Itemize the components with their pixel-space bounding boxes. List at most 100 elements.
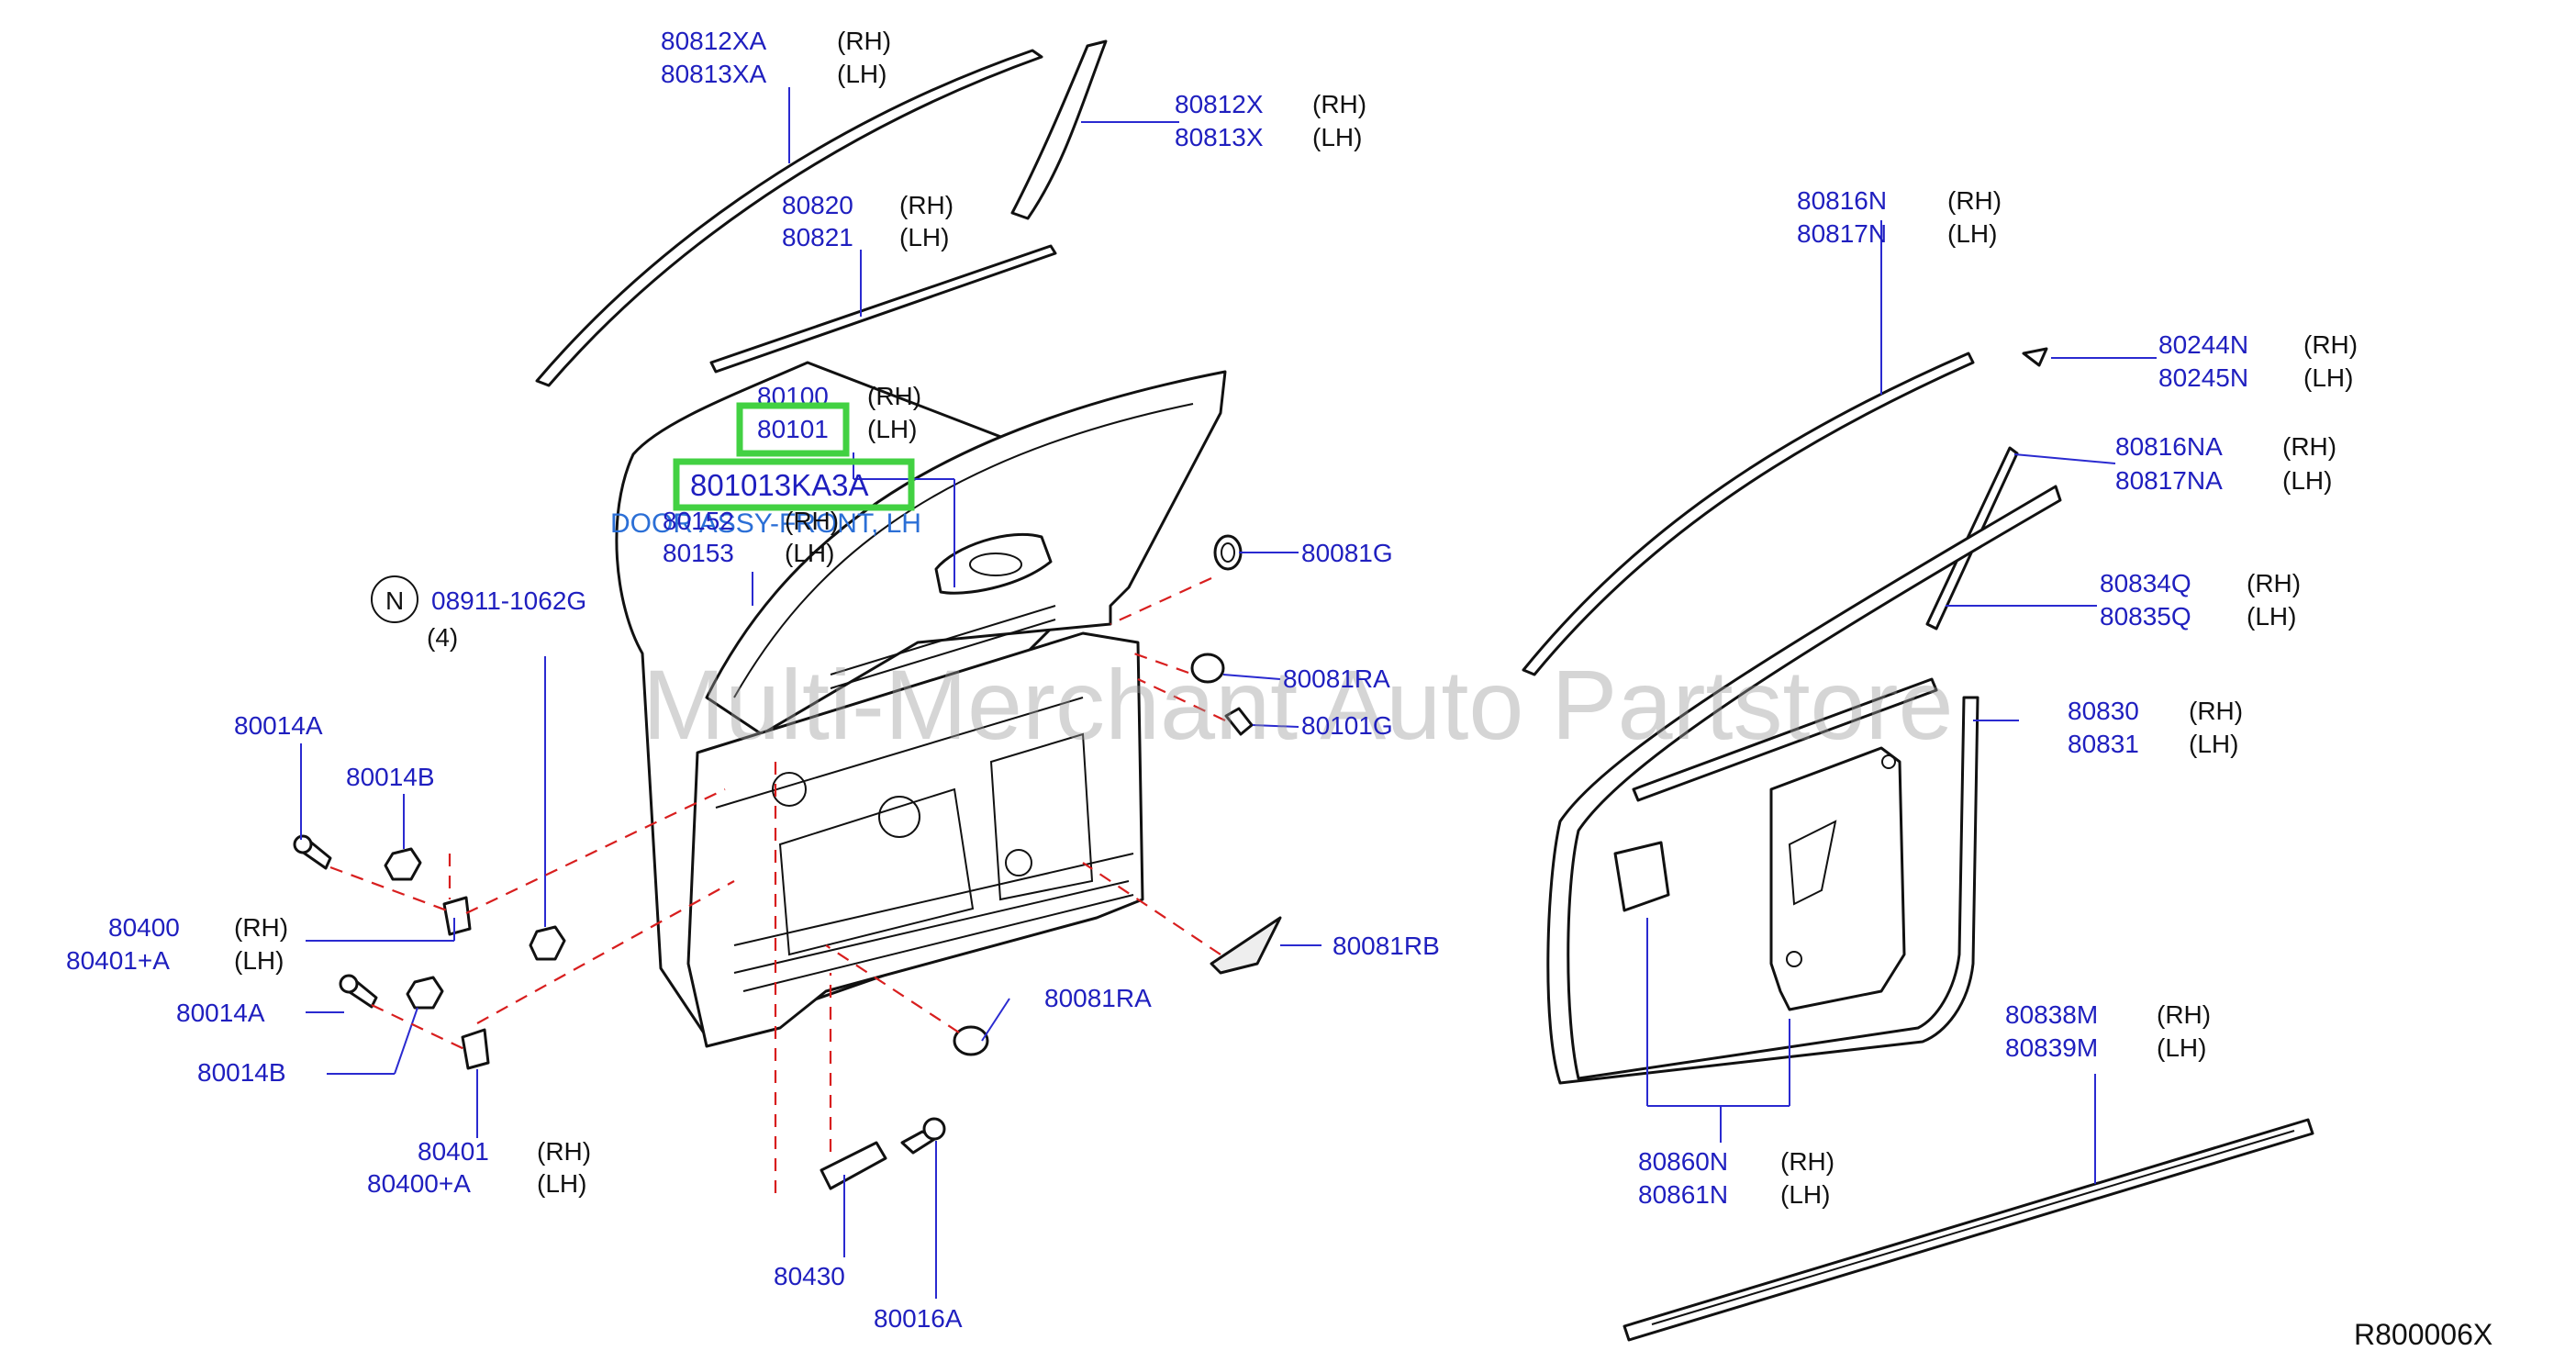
side-lh: (LH) [537, 1169, 586, 1198]
label-80835Q[interactable]: 80835Q [2100, 602, 2191, 631]
label-80081G[interactable]: 80081G [1301, 539, 1393, 567]
label-08911-1062G[interactable]: 08911-1062G [431, 586, 586, 615]
side-rh: (RH) [2282, 432, 2336, 461]
leaders-left [300, 87, 1321, 1299]
label-801013KA3A[interactable]: 801013KA3A [690, 468, 869, 502]
label-80153[interactable]: 80153 [663, 539, 734, 567]
n-symbol-circle [371, 575, 418, 623]
label-80820[interactable]: 80820 [782, 191, 853, 219]
label-80101G[interactable]: 80101G [1301, 711, 1393, 740]
side-lh: (LH) [1312, 123, 1362, 151]
side-lh: (LH) [2303, 363, 2353, 392]
label-80834Q[interactable]: 80834Q [2100, 569, 2191, 597]
label-80813XA[interactable]: 80813XA [661, 60, 767, 88]
label-80813X[interactable]: 80813X [1175, 123, 1264, 151]
label-80014B-upper[interactable]: 80014B [346, 763, 435, 791]
label-80081RA-upper[interactable]: 80081RA [1283, 664, 1390, 693]
highlight-box-801013KA3A [673, 458, 915, 511]
label-80400-plus-A[interactable]: 80400+A [367, 1169, 471, 1198]
patch-80860N [1613, 841, 1670, 912]
label-80400[interactable]: 80400 [108, 913, 180, 942]
side-lh: (LH) [899, 223, 949, 251]
side-rh: (RH) [1947, 186, 2002, 215]
check-link-80430 [820, 1141, 887, 1190]
side-rh: (RH) [2189, 697, 2243, 725]
label-80430[interactable]: 80430 [774, 1262, 845, 1290]
side-rh: (RH) [2247, 569, 2301, 597]
label-80812XA[interactable]: 80812XA [661, 27, 767, 55]
side-lh: (LH) [867, 415, 917, 443]
leaders-right [1646, 220, 2157, 1184]
side-lh: (LH) [234, 946, 284, 975]
diagram-reference-code: R800006X [2354, 1318, 2492, 1351]
label-80816N[interactable]: 80816N [1797, 186, 1887, 215]
quantity-4: (4) [427, 623, 458, 652]
label-80101[interactable]: 80101 [757, 415, 829, 443]
grommet-80081G [1213, 534, 1243, 571]
clip-80101G [1224, 707, 1254, 736]
label-80081RB[interactable]: 80081RB [1333, 932, 1440, 960]
label-80401-plus-A[interactable]: 80401+A [66, 946, 170, 975]
door-assy-description: DOOR ASSY-FRONT, LH [610, 508, 921, 539]
side-rh: (RH) [2303, 330, 2358, 359]
window-sash-molding [535, 49, 1043, 387]
label-80817NA[interactable]: 80817NA [2115, 466, 2223, 495]
plug-80081RA-upper [1190, 653, 1225, 684]
label-80014A-upper[interactable]: 80014A [234, 711, 323, 740]
nut-08911 [529, 925, 566, 961]
side-lh: (LH) [785, 539, 834, 567]
side-rh: (RH) [899, 191, 953, 219]
label-80152[interactable]: 80152 [663, 507, 734, 535]
nut-80014B-lower [406, 976, 444, 1010]
side-lh: (LH) [2247, 602, 2296, 631]
belt-molding-outer [709, 244, 1057, 374]
highlight-box-80101 [736, 402, 850, 457]
label-80816NA[interactable]: 80816NA [2115, 432, 2223, 461]
label-80812X[interactable]: 80812X [1175, 90, 1264, 118]
label-80830[interactable]: 80830 [2068, 697, 2139, 725]
side-lh: (LH) [2282, 466, 2332, 495]
sill-molding [1623, 1118, 2314, 1342]
label-80244N[interactable]: 80244N [2158, 330, 2248, 359]
side-rh: (RH) [2157, 1000, 2211, 1029]
seal-80081RB [1210, 916, 1282, 975]
watermark-text: Multi-Merchant Auto Partstore [642, 649, 1954, 760]
nut-80014B-upper [384, 847, 422, 881]
label-80014B-lower[interactable]: 80014B [197, 1058, 286, 1087]
side-rh: (RH) [1312, 90, 1366, 118]
bolt-80014A-upper [293, 834, 332, 870]
label-80401[interactable]: 80401 [418, 1137, 489, 1166]
label-80081RA-lower[interactable]: 80081RA [1044, 984, 1152, 1012]
sealing-screen [1769, 746, 1906, 1011]
label-80016A[interactable]: 80016A [874, 1304, 963, 1333]
roof-weatherstrip [1522, 352, 1975, 676]
bolt-80014A-lower [339, 974, 378, 1009]
plug-80081RA-lower [953, 1025, 989, 1056]
side-lh: (LH) [1947, 219, 1997, 248]
label-80838M[interactable]: 80838M [2005, 1000, 2098, 1029]
hinge-80401-lower [461, 1028, 490, 1070]
label-80860N[interactable]: 80860N [1638, 1147, 1728, 1176]
label-80245N[interactable]: 80245N [2158, 363, 2248, 392]
label-80821[interactable]: 80821 [782, 223, 853, 251]
side-lh: (LH) [1780, 1180, 1830, 1209]
label-80817N[interactable]: 80817N [1797, 219, 1887, 248]
label-80839M[interactable]: 80839M [2005, 1033, 2098, 1062]
side-rh: (RH) [537, 1137, 591, 1166]
label-80014A-lower[interactable]: 80014A [176, 999, 265, 1027]
door-opening-weatherstrip [1546, 485, 2062, 1085]
n-symbol: N [385, 586, 404, 615]
side-rh: (RH) [1780, 1147, 1834, 1176]
side-rh: (RH) [785, 507, 839, 535]
label-80861N[interactable]: 80861N [1638, 1180, 1728, 1209]
window-pillar-molding [1010, 39, 1108, 220]
inner-seal-strip [1632, 677, 1938, 802]
hinge-80400-upper [442, 896, 472, 936]
clip-80244N [2022, 347, 2048, 367]
side-lh: (LH) [2157, 1033, 2206, 1062]
dashed-leaders [329, 576, 1226, 1193]
bolt-80016A [900, 1117, 946, 1155]
side-rh: (RH) [867, 382, 921, 410]
label-80831[interactable]: 80831 [2068, 730, 2139, 758]
